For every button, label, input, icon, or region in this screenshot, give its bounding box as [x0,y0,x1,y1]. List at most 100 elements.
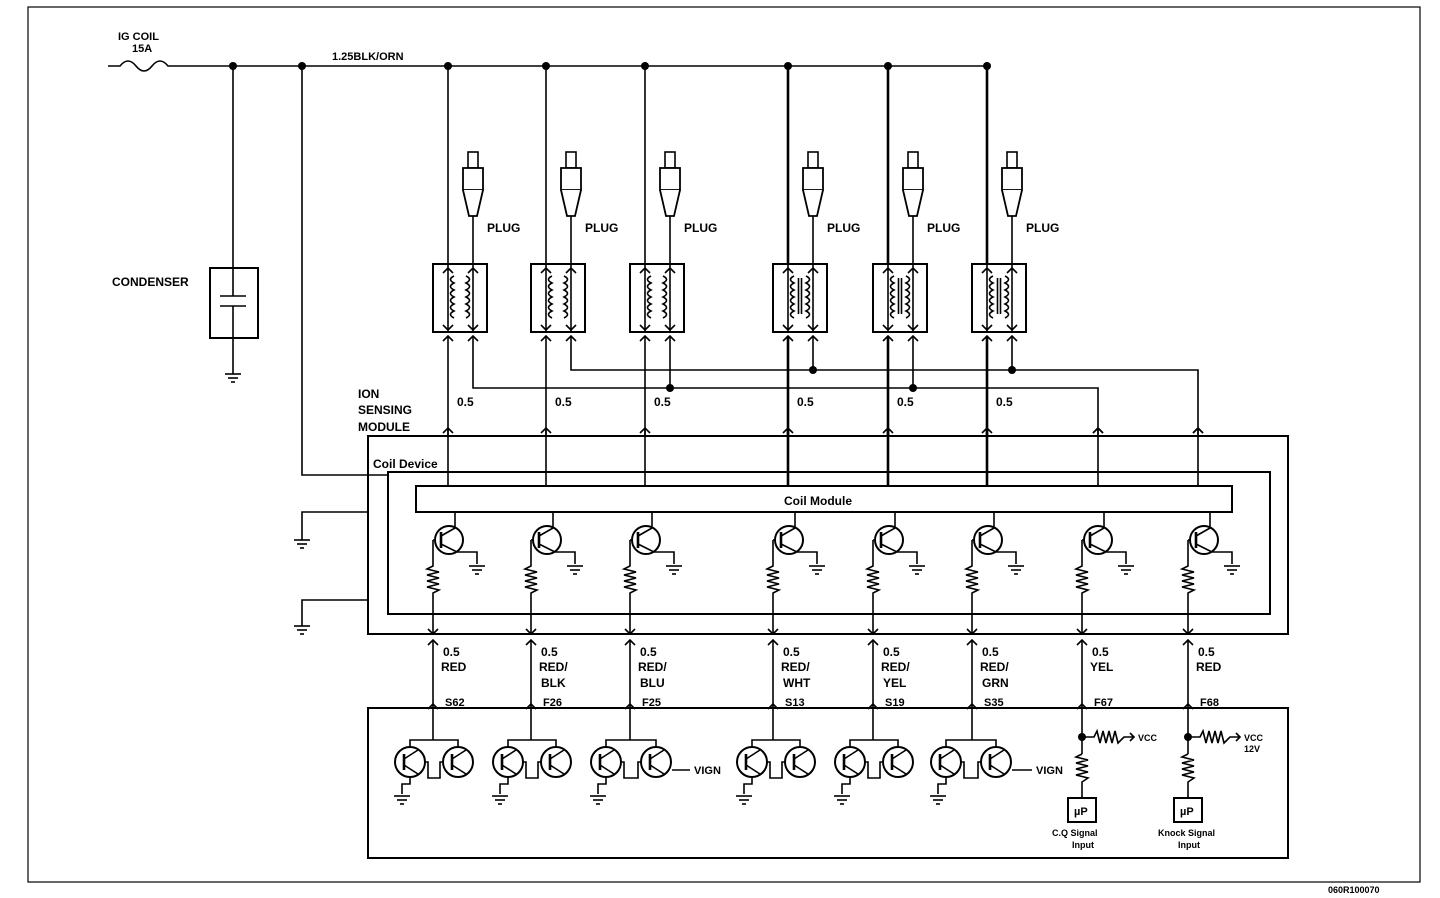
secondary-winding [1003,275,1010,319]
spark-plug-insulator [462,189,484,217]
series-resistor [1073,753,1090,798]
driver-transistor [532,525,562,555]
coil-pack-box [530,263,586,333]
svg-text:MODULE: MODULE [358,420,410,434]
plug-label: PLUG [927,221,960,235]
ecu-transistor [492,746,524,778]
wire-color-label: RED [1196,660,1222,674]
plug-coil-2: PLUG 0.5 [530,62,618,436]
vcc-12v-label: 12V [1244,744,1260,754]
wire-color-label: RED/ [539,660,568,674]
primary-winding [889,275,896,319]
ecu-driver-pair-4 [736,708,816,805]
fuse-rating: 15A [132,43,152,55]
connector-pin-label: F26 [543,697,562,709]
page-frame [27,6,1421,883]
connector-pin-label: F67 [1094,697,1113,709]
wire-color-label-2: GRN [982,676,1009,690]
microprocessor-box [1173,797,1203,823]
spark-plug-tip [467,151,479,169]
pullup-resistor [1082,728,1134,745]
ecu-driver-pair-5 [834,708,914,805]
wire-gauge-label: 0.5 [982,645,999,659]
ecu-transistor [442,746,474,778]
plug-coil-1: PLUG 0.5 [432,62,520,436]
connector-pin-label: S35 [984,697,1004,709]
wire-gauge-label: 0.5 [541,645,558,659]
gauge-label: 0.5 [457,395,474,409]
spark-plug-body [902,167,924,191]
driver-transistor [631,525,661,555]
coil-pack-box [629,263,685,333]
spark-plug-body [802,167,824,191]
fuse-label: IG COIL [118,31,159,43]
signal-input-label: C.Q Signal [1052,828,1098,838]
coil-device-feed [301,66,388,476]
wire-color-label: RED/ [781,660,810,674]
spark-plug-tip [907,151,919,169]
base-resistor [1179,540,1197,634]
base-resistor [764,540,782,634]
primary-winding [789,275,796,319]
wire-gauge-label: 0.5 [640,645,657,659]
vcc-label: VCC [1244,733,1264,743]
microprocessor-box [1067,797,1097,823]
wire-color-label: RED/ [638,660,667,674]
coil-device-box [387,471,1271,615]
spark-plug-insulator [659,189,681,217]
primary-winding [449,275,456,319]
ecu-transistor [540,746,572,778]
spark-plug-tip [664,151,676,169]
ion-sensing-module-box [367,435,1289,635]
plug-label: PLUG [585,221,618,235]
wire-color-label-2: WHT [783,676,811,690]
pullup-resistor [1188,728,1240,745]
coil-module-label: Coil Module [784,494,852,508]
coil-pack-box [872,263,928,333]
secondary-winding [562,275,569,319]
wire-color-label: RED/ [980,660,1009,674]
wire-color-label-2: BLU [640,676,665,690]
driver-channel-group: 0.5REDS620.5RED/BLKF260.5RED/BLUF250.5RE… [424,426,1240,710]
gauge-label: 0.5 [555,395,572,409]
coil-pack-box [971,263,1027,333]
primary-winding [646,275,653,319]
gauge-label: 0.5 [654,395,671,409]
plug-label: PLUG [487,221,520,235]
svg-text:ION: ION [358,387,379,401]
connector-pin-label: S19 [885,697,905,709]
ecu-transistor [882,746,914,778]
ecu-driver-pair-3 [590,708,672,805]
base-resistor [864,540,882,634]
connector-pin-label: S13 [785,697,805,709]
vign-label-2: VIGN [1036,765,1063,777]
wire-color-label: YEL [1090,660,1113,674]
driver-transistor [1083,525,1113,555]
secondary-winding [661,275,668,319]
spark-plug-body [1001,167,1023,191]
ecu-box [367,707,1289,859]
ecu-driver-pair-6 [930,708,1012,805]
ecu-transistor [980,746,1012,778]
spark-plug-insulator [560,189,582,217]
microprocessor-label: µP [1074,806,1088,818]
spark-plug-insulator [1001,189,1023,217]
plug-label: PLUG [827,221,860,235]
ecu-transistor [784,746,816,778]
ecu-transistor [590,746,622,778]
driver-transistor [774,525,804,555]
plug-label: PLUG [1026,221,1059,235]
wire-gauge-label: 0.5 [1092,645,1109,659]
document-code: 060R100070 [1328,885,1380,895]
base-resistor [963,540,981,634]
